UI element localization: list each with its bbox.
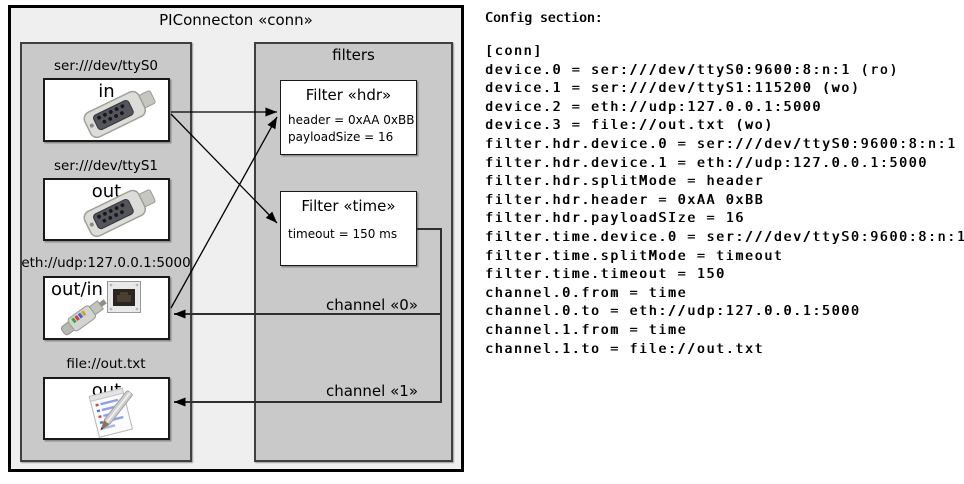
file-notepad-icon	[88, 387, 134, 438]
device-label-eth: eth://udp:127.0.0.1:5000	[21, 255, 191, 271]
config-line: filter.hdr.device.0 = ser:///dev/ttyS0:9…	[485, 136, 957, 152]
diagram-title: PIConnecton «conn»	[159, 11, 313, 29]
device-label-ttyS1: ser:///dev/ttyS1	[54, 158, 158, 174]
device-label-file: file://out.txt	[66, 356, 146, 372]
config-line: device.2 = eth://udp:127.0.0.1:5000	[485, 99, 822, 115]
config-line: [conn]	[485, 44, 543, 59]
ethernet-plug-icon	[60, 299, 107, 336]
ethernet-icon	[107, 281, 141, 313]
device-mode-label: out	[91, 181, 122, 202]
config-line: channel.0.to = eth://udp:127.0.0.1:5000	[485, 304, 861, 320]
channel-1-label: channel «1»	[325, 382, 418, 400]
config-lines: [conn] device.0 = ser:///dev/ttyS0:9600:…	[485, 43, 964, 359]
filter-time-param-timeout: timeout = 150 ms	[288, 227, 398, 241]
filter-hdr-param-header: header = 0xAA 0xBB	[288, 113, 415, 127]
config-line: device.1 = ser:///dev/ttyS1:115200 (wo)	[485, 81, 861, 97]
config-line: device.3 = file://out.txt (wo)	[485, 118, 774, 134]
config-line: filter.hdr.payloadSIze = 16	[485, 211, 745, 227]
config-section-title: Config section:	[485, 11, 603, 26]
device-mode-label: in	[98, 81, 115, 102]
serial-port-icon	[83, 90, 156, 138]
config-line: filter.hdr.splitMode = header	[485, 174, 765, 190]
device-box-ttyS0: in	[43, 78, 170, 142]
filters-panel-title: filters	[332, 46, 375, 64]
filter-hdr-title: Filter «hdr»	[305, 86, 392, 104]
config-line: channel.1.to = file://out.txt	[485, 341, 765, 357]
config-line: filter.time.device.0 = ser:///dev/ttyS0:…	[485, 229, 964, 245]
device-label-ttyS0: ser:///dev/ttyS0	[54, 58, 158, 74]
serial-port-icon	[83, 189, 156, 237]
config-line: filter.hdr.device.1 = eth://udp:127.0.0.…	[485, 155, 928, 171]
filter-box-time: Filter «time» timeout = 150 ms	[280, 191, 417, 266]
config-section: Config section: [conn] device.0 = ser://…	[485, 10, 964, 359]
filter-hdr-param-payload: payloadSize = 16	[288, 129, 394, 144]
channel-0-label: channel «0»	[325, 296, 418, 314]
config-line: filter.hdr.header = 0xAA 0xBB	[485, 192, 765, 208]
filter-time-title: Filter «time»	[301, 197, 396, 215]
config-line: channel.1.from = time	[485, 322, 688, 338]
device-mode-label: out/in	[51, 279, 103, 300]
device-box-file: out	[43, 377, 170, 440]
config-line: device.0 = ser:///dev/ttyS0:9600:8:n:1 (…	[485, 62, 899, 78]
device-box-ttyS1: out	[43, 178, 170, 241]
config-line: filter.time.timeout = 150	[485, 267, 726, 283]
config-line: filter.time.splitMode = timeout	[485, 248, 784, 264]
filter-box-hdr: Filter «hdr» header = 0xAA 0xBB payloadS…	[280, 80, 417, 155]
device-box-eth: out/in	[43, 276, 170, 340]
config-line: channel.0.from = time	[485, 285, 688, 301]
